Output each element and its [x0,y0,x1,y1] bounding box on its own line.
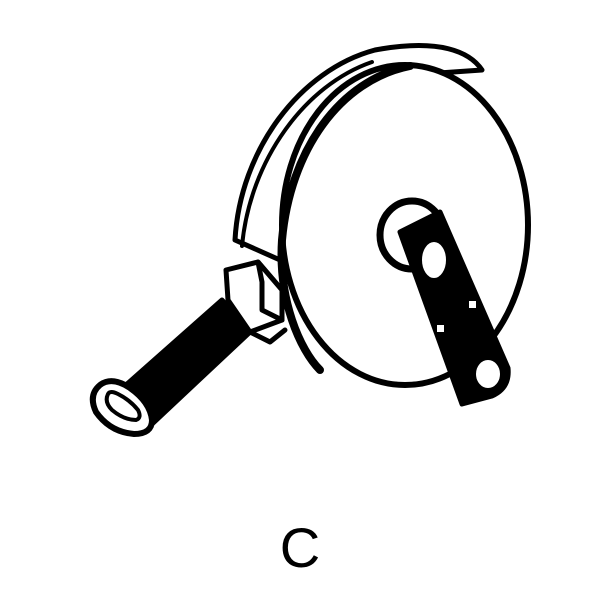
tape-guide-slot [247,327,288,345]
case-face-shadow [277,62,414,374]
case-rim-edge [240,60,374,248]
tape-ring-hole [104,390,142,422]
crank-pivot [418,238,450,282]
crank-rivet-1 [467,299,478,310]
crank-rivet-2 [435,323,446,334]
figure-caption: C [279,516,321,579]
tape-guide-front [255,259,285,323]
crank-knob [472,356,504,392]
